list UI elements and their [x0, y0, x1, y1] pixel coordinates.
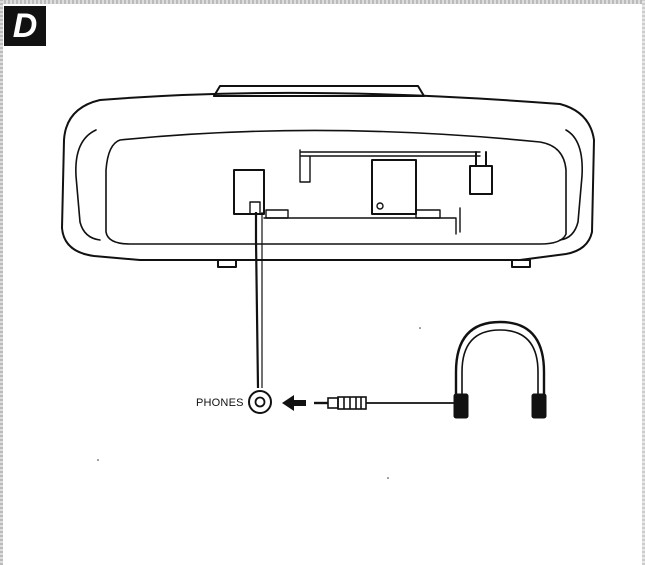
- headphone-plug-icon: [314, 396, 367, 410]
- section-badge: D: [4, 6, 46, 46]
- unit-handle: [213, 85, 425, 97]
- phones-cable: [254, 212, 260, 389]
- headphones-icon: [453, 320, 547, 419]
- scan-edge-right: [642, 0, 645, 565]
- scan-speck: [419, 327, 421, 329]
- center-socket: [376, 202, 384, 210]
- arrow-left-icon: [282, 395, 306, 411]
- cord-channel: [299, 149, 481, 183]
- scan-speck: [97, 459, 99, 461]
- phones-jack-icon: [248, 390, 272, 414]
- scan-edge-left: [0, 0, 3, 565]
- unit-inner-panel: [105, 129, 567, 245]
- scan-speck: [387, 477, 389, 479]
- unit-outer-body: [61, 91, 595, 261]
- switch-center: [415, 209, 441, 219]
- unit-left-lobe: [75, 129, 101, 241]
- housing-center: [371, 159, 417, 215]
- switch-left: [265, 209, 289, 219]
- unit-foot-left: [217, 259, 237, 268]
- scan-edge-top: [0, 0, 645, 4]
- right-post-hook: [475, 151, 487, 167]
- phones-jack-label: PHONES: [196, 397, 244, 409]
- right-post: [469, 165, 493, 195]
- unit-foot-right: [511, 259, 531, 268]
- stereo-unit-back-view: [61, 85, 595, 268]
- jack-housing-left: [233, 169, 265, 215]
- internal-wire: [263, 207, 461, 235]
- unit-right-lobe: [559, 129, 583, 241]
